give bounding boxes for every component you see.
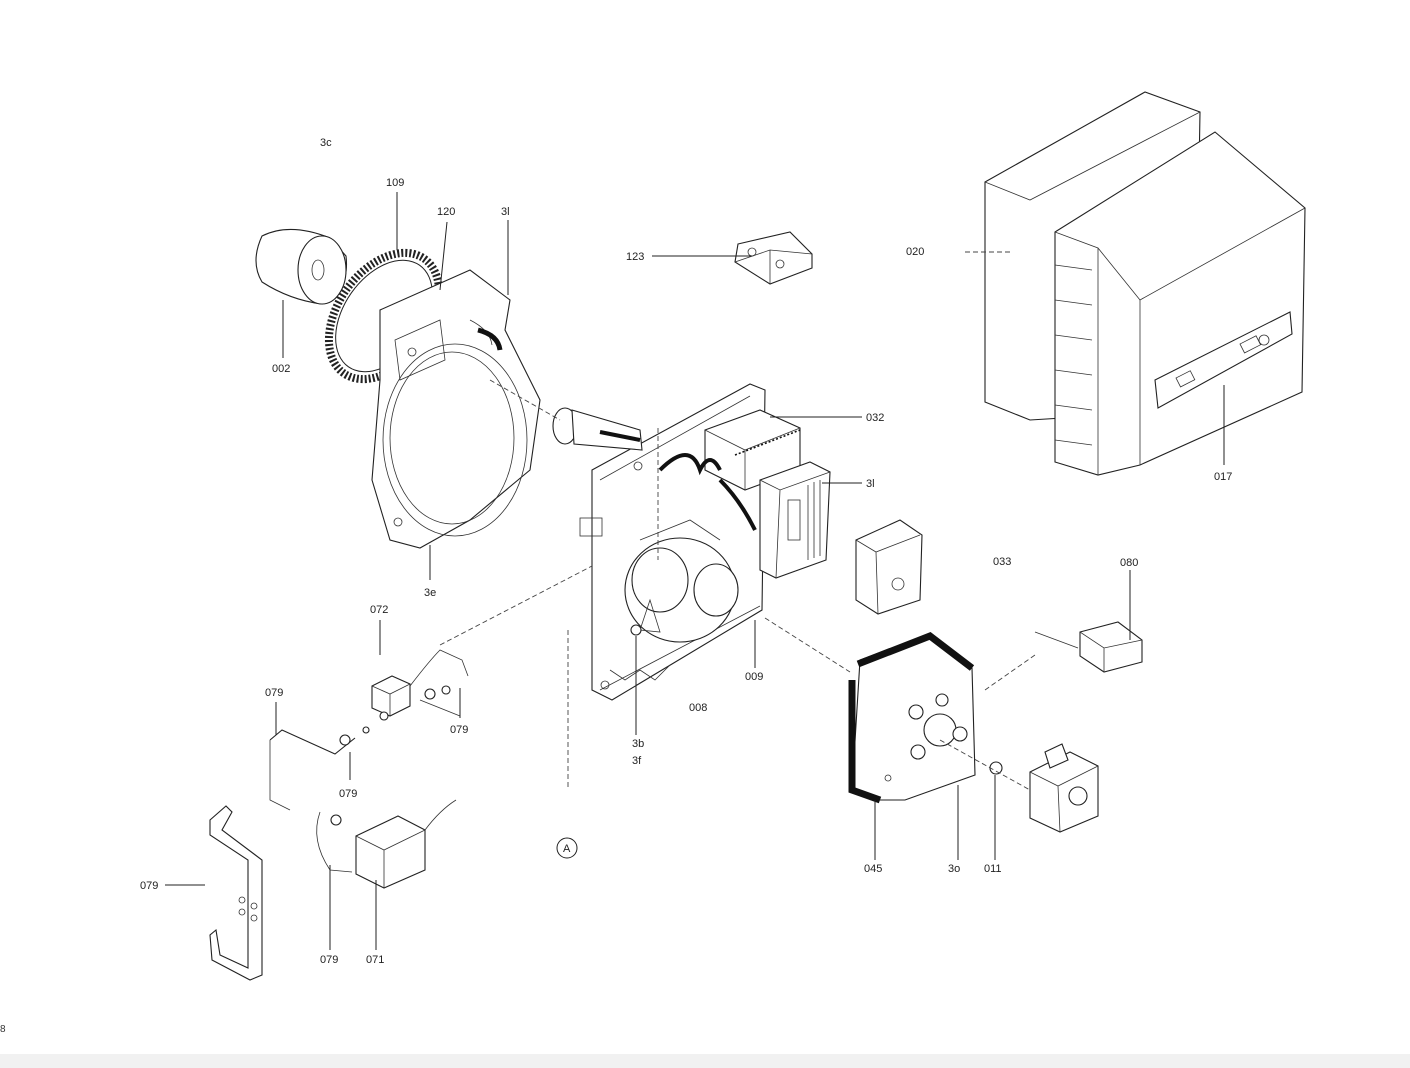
footer-bar: [0, 1054, 1410, 1068]
part-3l-control-box: [759, 461, 862, 579]
callout-labels: 3c 109 120 3l 002 3e 123 020 032 3l 017 …: [140, 137, 1232, 966]
part-079-oil-lines: [269, 702, 370, 811]
part-045-housing-cover: [848, 632, 976, 860]
assembly-lines: [439, 379, 1036, 791]
callout-033: 033: [993, 556, 1011, 568]
callout-123: 123: [626, 251, 644, 263]
callout-002: 002: [272, 363, 290, 375]
page-number: 8: [0, 1024, 6, 1035]
part-011-pump: [957, 743, 1099, 860]
part-120-air-housing: [371, 220, 541, 580]
callout-3f: 3f: [632, 755, 642, 767]
callout-079-e: 079: [320, 954, 338, 966]
callout-008: 008: [689, 702, 707, 714]
callout-045: 045: [864, 863, 882, 875]
callout-079-a: 079: [265, 687, 283, 699]
part-002-cone: [255, 228, 348, 358]
part-079-mounting-bracket: [165, 805, 263, 981]
callout-A: A: [563, 843, 571, 855]
callout-011: 011: [984, 863, 1002, 875]
callout-3b: 3b: [632, 738, 644, 750]
callout-079-b: 079: [450, 724, 468, 736]
callout-109: 109: [386, 177, 404, 189]
callout-017: 017: [1214, 471, 1232, 483]
callout-009: 009: [745, 671, 763, 683]
callout-079-c: 079: [339, 788, 357, 800]
callout-120: 120: [437, 206, 455, 218]
callout-080: 080: [1120, 557, 1138, 569]
callout-020: 020: [906, 246, 924, 258]
callout-3l-mid: 3l: [866, 478, 875, 490]
part-072-solenoid: [371, 620, 469, 721]
callout-071: 071: [366, 954, 384, 966]
part-017-cover: [965, 131, 1306, 476]
part-033-bracket: [855, 519, 923, 615]
nozzle-assembly: [552, 407, 643, 451]
callout-079-d: 079: [140, 880, 158, 892]
callout-3c-top: 3c: [320, 137, 332, 149]
callout-032: 032: [866, 412, 884, 424]
callout-072: 072: [370, 604, 388, 616]
callout-A-circle: [556, 837, 578, 859]
part-071-transformer: [316, 799, 457, 950]
part-123-relay: [652, 231, 813, 285]
callout-3l-top: 3l: [501, 206, 510, 218]
part-009-motor: [624, 519, 739, 643]
part-080-sensor: [1034, 570, 1143, 673]
callout-3o: 3o: [948, 863, 960, 875]
callout-3e: 3e: [424, 587, 436, 599]
